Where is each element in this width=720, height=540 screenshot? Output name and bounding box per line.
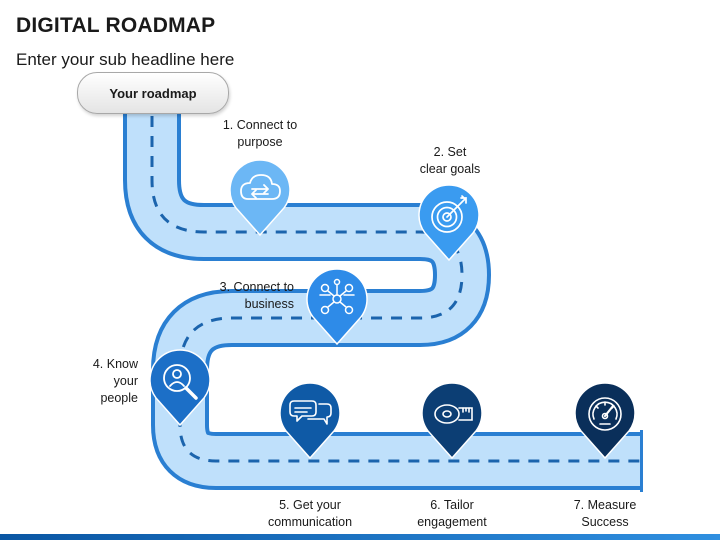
milestone-label-line: Success xyxy=(581,515,629,529)
milestone-pin-4[interactable] xyxy=(149,349,211,427)
milestone-label-line: 2. Set xyxy=(433,145,467,159)
pin-shape xyxy=(149,349,211,427)
milestone-label-line: 6. Tailor xyxy=(430,498,474,512)
milestone-label-line: purpose xyxy=(237,135,283,149)
milestone-label-line: 3. Connect to xyxy=(219,280,294,294)
milestone-label-line: 1. Connect to xyxy=(222,118,298,132)
milestone-label-7: 7. Measure Success xyxy=(555,497,655,531)
accent-bar xyxy=(0,534,720,540)
magnifier-user-icon xyxy=(163,364,198,400)
pin-shape xyxy=(229,159,291,237)
milestone-label-line: people xyxy=(100,391,138,405)
milestone-pin-2[interactable] xyxy=(418,184,480,262)
milestone-label-line: engagement xyxy=(417,515,487,529)
milestone-label-line: communication xyxy=(267,515,353,529)
pin-shape xyxy=(421,382,483,460)
milestone-label-2: 2. Set clear goals xyxy=(405,144,495,178)
milestone-label-5: 5. Get your communication xyxy=(250,497,370,531)
milestone-pin-3[interactable] xyxy=(306,268,368,346)
milestone-label-3: 3. Connect to business xyxy=(196,279,294,313)
pin-shape xyxy=(418,184,480,262)
chat-bubbles-icon xyxy=(289,400,332,425)
page-subtitle: Enter your sub headline here xyxy=(16,50,235,69)
milestone-pin-6[interactable] xyxy=(421,382,483,460)
milestone-pin-7[interactable] xyxy=(574,382,636,460)
milestone-pin-5[interactable] xyxy=(279,382,341,460)
milestone-label-4: 4. Know your people xyxy=(70,356,138,407)
cloud-sync-icon xyxy=(240,174,281,200)
start-label-button[interactable]: Your roadmap xyxy=(77,72,229,114)
milestone-label-line: 4. Know xyxy=(92,357,138,371)
road-surface xyxy=(127,112,642,486)
milestone-label-6: 6. Tailor engagement xyxy=(402,497,502,531)
speedometer-icon xyxy=(588,397,622,431)
milestone-label-line: business xyxy=(244,297,294,311)
road xyxy=(123,112,643,492)
measuring-tape-icon xyxy=(434,404,473,424)
milestone-label-line: your xyxy=(113,374,138,388)
target-icon xyxy=(431,195,467,233)
pin-shape xyxy=(574,382,636,460)
milestone-pin-1[interactable] xyxy=(229,159,291,237)
page-title: DIGITAL ROADMAP xyxy=(16,14,216,37)
milestone-label-line: 5. Get your xyxy=(279,498,341,512)
milestone-label-1: 1. Connect to purpose xyxy=(210,117,310,151)
network-people-icon xyxy=(319,278,355,315)
milestone-label-line: 7. Measure xyxy=(573,498,637,512)
road-end-cap xyxy=(640,430,643,492)
milestone-label-line: clear goals xyxy=(419,162,481,176)
